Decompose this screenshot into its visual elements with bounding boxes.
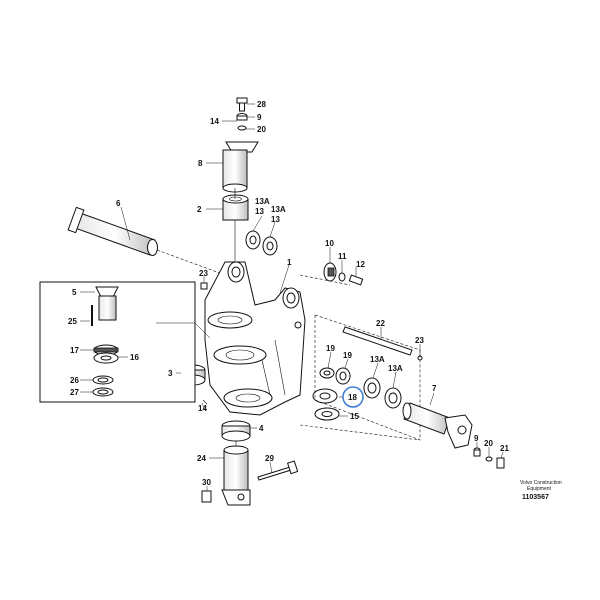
leader-lines [80, 103, 504, 491]
label-24: 24 [197, 454, 206, 463]
label-12: 12 [356, 260, 365, 269]
brand-line-1: Volvo Construction [520, 480, 562, 486]
label-13a-2: 13A [271, 205, 286, 214]
label-27: 27 [70, 388, 79, 397]
part-11-washer [338, 272, 346, 282]
part-28-bolt [236, 97, 248, 112]
label-7: 7 [432, 384, 437, 393]
part-12-bolt [348, 274, 364, 286]
label-23-right: 23 [415, 336, 424, 345]
label-9-lower: 9 [474, 434, 479, 443]
label-22: 22 [376, 319, 385, 328]
label-25: 25 [68, 317, 77, 326]
part-13a-shim-right-2 [384, 387, 402, 409]
part-7-pin [402, 402, 473, 449]
part-26-ring [92, 375, 114, 385]
label-23-left: 23 [199, 269, 208, 278]
part-9-washer [236, 113, 248, 121]
drawing-code: 1103567 [522, 494, 549, 501]
label-18: 18 [348, 393, 357, 402]
label-29: 29 [265, 454, 274, 463]
part-20-nipple [237, 125, 247, 131]
part-14-pin-small [202, 399, 208, 405]
label-1: 1 [287, 258, 292, 267]
part-30-bolt [201, 490, 212, 503]
label-13a-1: 13A [255, 197, 270, 206]
label-19-b: 19 [343, 351, 352, 360]
part-16-washer [93, 352, 119, 364]
label-13a-3: 13A [370, 355, 385, 364]
label-20: 20 [257, 125, 266, 134]
label-13a-4: 13A [388, 364, 403, 373]
label-5: 5 [72, 288, 77, 297]
part-5-pin [95, 286, 119, 321]
part-labels: 28 9 14 20 8 6 2 13A 13 13A 13 10 11 12 … [68, 100, 509, 487]
label-9: 9 [257, 113, 262, 122]
part-6-long-pin [67, 206, 158, 256]
part-9-washer-lower [473, 447, 481, 457]
part-27-ring [92, 387, 114, 397]
part-23-bolt-left [200, 282, 208, 290]
label-17: 17 [70, 346, 79, 355]
label-15: 15 [350, 412, 359, 421]
part-2-bushing [222, 194, 249, 221]
part-24-pin [221, 445, 251, 506]
part-4-bushing [221, 420, 251, 442]
label-28: 28 [257, 100, 266, 109]
part-10-plate [323, 262, 337, 282]
label-10: 10 [325, 239, 334, 248]
label-13-1: 13 [255, 207, 264, 216]
part-13a-shim-right-1 [363, 377, 381, 399]
label-2: 2 [197, 205, 202, 214]
label-20-lower: 20 [484, 439, 493, 448]
label-13-2: 13 [271, 215, 280, 224]
label-14: 14 [210, 117, 219, 126]
label-16: 16 [130, 353, 139, 362]
label-26: 26 [70, 376, 79, 385]
brand-line-2: Equipment [527, 486, 552, 492]
label-4: 4 [259, 424, 264, 433]
part-19-washer-b [335, 367, 351, 385]
label-30: 30 [202, 478, 211, 487]
part-15-shim [314, 407, 340, 421]
label-6: 6 [116, 199, 121, 208]
label-11: 11 [338, 252, 347, 261]
part-13-shim-upper [262, 236, 278, 256]
label-21: 21 [500, 444, 509, 453]
footer-brand: Volvo Construction Equipment 1103567 [520, 480, 562, 501]
detail-inset [39, 281, 211, 403]
part-21-bolt [496, 457, 505, 469]
part-20-washer-lower [485, 456, 493, 462]
part-13a-shim-upper [245, 230, 261, 250]
part-1-main-housing [204, 261, 306, 416]
label-3: 3 [168, 369, 173, 378]
label-19-a: 19 [326, 344, 335, 353]
part-29-bolt [257, 460, 299, 481]
part-8-pin [222, 141, 259, 193]
part-19-washer-a [319, 367, 335, 379]
label-8: 8 [198, 159, 203, 168]
label-14-lower: 14 [198, 404, 207, 413]
